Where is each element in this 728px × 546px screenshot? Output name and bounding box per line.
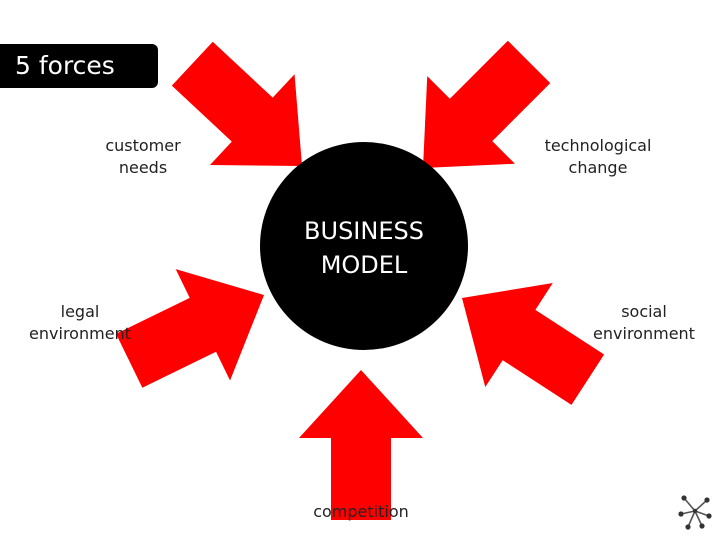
hub-label-line1: BUSINESS xyxy=(304,217,424,245)
label-social-environment-line1: social xyxy=(621,302,667,321)
label-competition: competition xyxy=(281,501,441,523)
label-social-environment: social environment xyxy=(564,301,724,345)
arrow-competition xyxy=(299,370,423,520)
slide-title: 5 forces xyxy=(15,51,115,80)
label-technological-change-line1: technological xyxy=(544,136,652,155)
hub-label: BUSINESS MODEL xyxy=(264,214,464,282)
label-legal-environment-line1: legal xyxy=(60,302,100,321)
label-customer-needs-line2: needs xyxy=(118,158,168,177)
label-social-environment-line2: environment xyxy=(593,324,695,343)
label-technological-change: technological change xyxy=(518,135,678,179)
label-competition-line1: competition xyxy=(313,502,409,521)
hub-label-line2: MODEL xyxy=(320,251,408,279)
title-tab: 5 forces xyxy=(0,44,158,88)
label-customer-needs-line1: customer xyxy=(105,136,181,155)
label-technological-change-line2: change xyxy=(568,158,628,177)
label-legal-environment: legal environment xyxy=(0,301,160,345)
business-model-hub xyxy=(260,142,468,350)
label-legal-environment-line2: environment xyxy=(29,324,131,343)
label-customer-needs: customer needs xyxy=(63,135,223,179)
network-star-icon xyxy=(678,495,712,530)
